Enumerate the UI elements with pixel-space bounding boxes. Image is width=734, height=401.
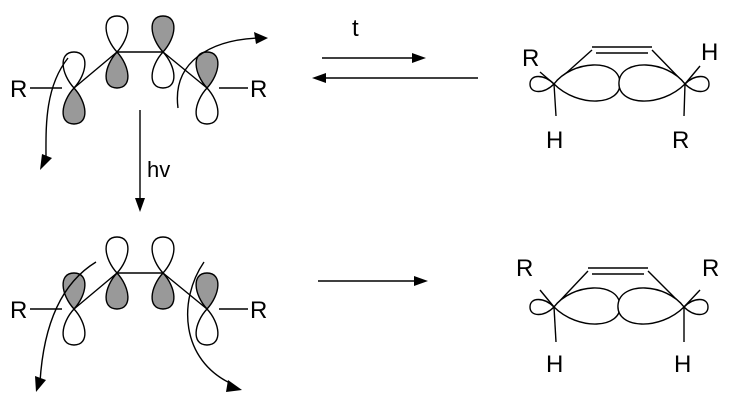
p-orbital-lobe <box>62 51 86 89</box>
arrowhead <box>35 376 46 392</box>
orbital-lobe <box>683 298 709 316</box>
p-orbital-lobe <box>62 87 86 125</box>
bond <box>539 71 555 85</box>
p-orbital-lobe <box>195 87 219 125</box>
arrowhead <box>135 198 145 212</box>
arrowhead <box>414 276 428 286</box>
substituent-label: R <box>10 297 27 324</box>
rotation-arrow <box>186 261 233 385</box>
substituent-label: R <box>10 76 27 103</box>
rotation-arrow <box>176 37 259 109</box>
bottom-cyclobutene: R H R H <box>516 255 719 378</box>
arrowhead <box>412 53 426 63</box>
p-orbital-lobe <box>151 236 175 274</box>
p-orbital-lobe <box>105 236 129 274</box>
rotation-arrow <box>39 261 97 383</box>
photo-label: hv <box>147 157 170 182</box>
substituent-label: R <box>250 76 267 103</box>
photo-arrow: hv <box>135 110 170 212</box>
top-cyclobutene: R H H R <box>522 39 718 154</box>
p-orbital-lobe <box>151 15 175 53</box>
p-orbital-lobe <box>105 272 129 310</box>
orbital-lobe <box>529 75 555 93</box>
substituent-label: R <box>516 255 533 282</box>
p-orbital-lobe <box>105 15 129 53</box>
substituent-label: R <box>672 127 689 154</box>
top-diene: R R <box>10 15 268 170</box>
bond <box>73 51 118 89</box>
equilibrium-arrows: t <box>312 15 478 83</box>
p-orbital-lobe <box>105 51 129 89</box>
arrowhead <box>254 32 268 44</box>
arrowhead <box>226 380 242 392</box>
bond <box>553 83 557 117</box>
rotation-arrow <box>45 57 69 161</box>
hydrogen-label: H <box>546 351 563 378</box>
substituent-label: R <box>702 255 719 282</box>
bond <box>683 289 701 308</box>
bond <box>553 306 557 343</box>
sigma-lobe <box>553 287 621 325</box>
hydrogen-label: H <box>674 351 691 378</box>
bond <box>73 272 118 310</box>
bottom-diene: R R <box>10 236 267 392</box>
arrowhead <box>40 154 52 170</box>
p-orbital-lobe <box>62 308 86 346</box>
thermal-label: t <box>352 15 359 42</box>
hydrogen-label: H <box>701 39 718 66</box>
photo-forward-arrow <box>318 276 428 286</box>
bond <box>684 65 701 85</box>
bond <box>683 83 686 117</box>
bond <box>539 289 555 308</box>
sigma-lobe <box>618 64 686 102</box>
hydrogen-label: H <box>546 127 563 154</box>
sigma-lobe <box>617 287 685 325</box>
substituent-label: R <box>522 45 539 72</box>
substituent-label: R <box>250 297 267 324</box>
p-orbital-lobe <box>195 308 219 346</box>
sigma-lobe <box>553 64 621 102</box>
arrowhead <box>312 73 326 83</box>
bond <box>162 272 208 310</box>
